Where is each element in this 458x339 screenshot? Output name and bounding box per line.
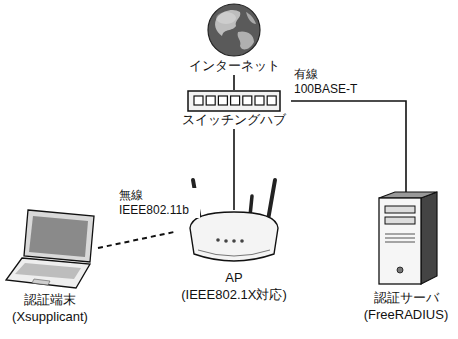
laptop-icon [4,208,96,292]
connector-line [233,129,235,210]
node-label: (IEEE802.1X対応) [174,287,294,304]
hub-icon [186,90,282,112]
node-label: (FreeRADIUS) [358,307,454,324]
server-icon [371,192,441,290]
connector-line [98,232,174,248]
access-point-node: AP(IEEE802.1X対応) [174,210,294,304]
connector-label: 有線 100BASE-T [293,67,367,97]
switching-hub-node: スイッチングハブ [177,90,291,129]
globe-icon [204,2,264,58]
node-label: 認証端末 [2,292,98,309]
connector-line [233,75,235,90]
node-label: (Xsupplicant) [2,309,98,326]
connector-label: 無線 IEEE802.11b [118,188,200,218]
node-label: スイッチングハブ [177,112,291,129]
connector-line [291,101,406,192]
auth-server-node: 認証サーバ(FreeRADIUS) [358,192,454,324]
node-label: AP [174,270,294,287]
internet-node: インターネット [184,2,285,75]
node-label: インターネット [184,58,285,75]
client-terminal-node: 認証端末(Xsupplicant) [2,208,98,326]
access-point-icon [184,210,284,270]
node-label: 認証サーバ [358,290,454,307]
